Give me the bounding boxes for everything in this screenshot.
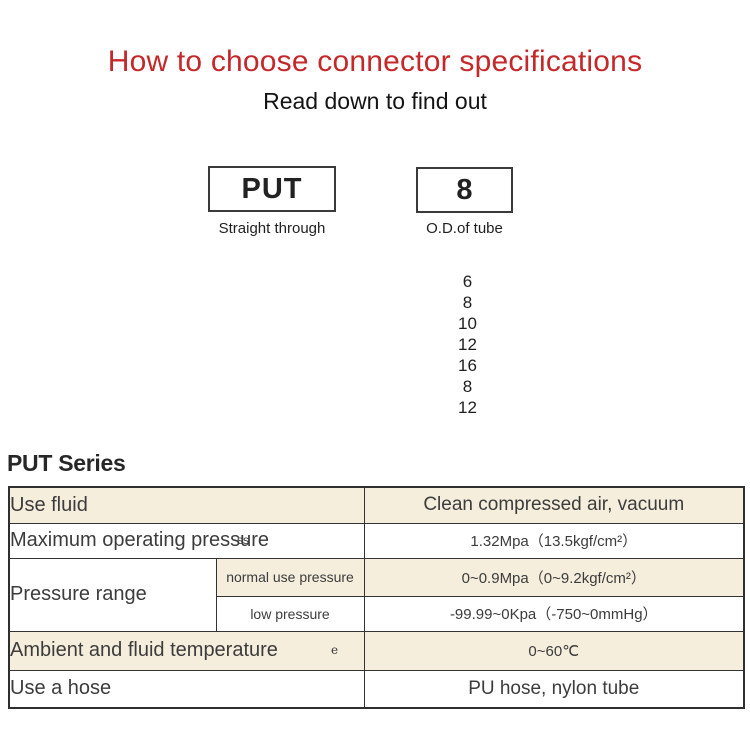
size-option: 6 <box>462 272 473 291</box>
table-row: Use fluid Clean compressed air, vacuum <box>8 486 745 524</box>
model-code-label: PUT <box>241 172 303 205</box>
spec-sublabel-low-pressure: low pressure <box>215 595 365 632</box>
size-option: 16 <box>458 356 477 375</box>
size-option: 12 <box>458 335 477 354</box>
size-option: 8 <box>462 293 473 312</box>
spec-value-max-operating-pressure: 1.32Mpa（13.5kgf/cm²） <box>363 522 745 559</box>
spec-label-pressure-range: Pressure range <box>8 557 217 632</box>
size-code-box: 8 <box>416 167 513 213</box>
spec-label-use-fluid: Use fluid <box>8 486 365 524</box>
series-heading: PUT Series <box>7 450 126 476</box>
spec-value-use-fluid: Clean compressed air, vacuum <box>363 486 745 524</box>
size-option: 8 <box>462 377 473 396</box>
size-options-list: 6 8 10 12 16 8 12 <box>419 271 516 418</box>
table-row: Maximum operating pressure 1.32Mpa（13.5k… <box>8 522 745 559</box>
spec-value-use-a-hose: PU hose, nylon tube <box>363 669 745 709</box>
stray-text-artifact: ss <box>237 533 249 547</box>
spec-table: Use fluid Clean compressed air, vacuum M… <box>8 486 745 709</box>
page-subtitle: Read down to find out <box>263 88 487 114</box>
table-row: Use a hose PU hose, nylon tube <box>8 669 745 709</box>
spec-label-ambient-fluid-temperature: Ambient and fluid temperature <box>8 630 365 671</box>
table-row: Pressure range normal use pressure 0~0.9… <box>8 557 745 632</box>
page-title: How to choose connector specifications <box>107 45 643 78</box>
stray-text-artifact: e <box>331 643 339 657</box>
size-code-caption: O.D.of tube <box>426 220 503 237</box>
size-code-label: 8 <box>456 173 473 206</box>
spec-value-ambient-fluid-temperature: 0~60℃ <box>363 630 745 671</box>
size-option: 10 <box>458 314 477 333</box>
spec-sublabel-normal-use-pressure: normal use pressure <box>215 557 365 597</box>
model-code-caption: Straight through <box>218 220 326 237</box>
model-code-box: PUT <box>208 166 336 212</box>
spec-label-max-operating-pressure: Maximum operating pressure <box>8 522 365 559</box>
spec-label-use-a-hose: Use a hose <box>8 669 365 709</box>
spec-value-normal-use-pressure: 0~0.9Mpa（0~9.2kgf/cm²） <box>363 557 745 597</box>
table-row: low pressure -99.99~0Kpa（-750~0mmHg） <box>9 595 745 632</box>
spec-value-low-pressure: -99.99~0Kpa（-750~0mmHg） <box>363 595 745 632</box>
table-row: Ambient and fluid temperature 0~60℃ <box>8 630 745 671</box>
size-option: 12 <box>458 398 477 417</box>
